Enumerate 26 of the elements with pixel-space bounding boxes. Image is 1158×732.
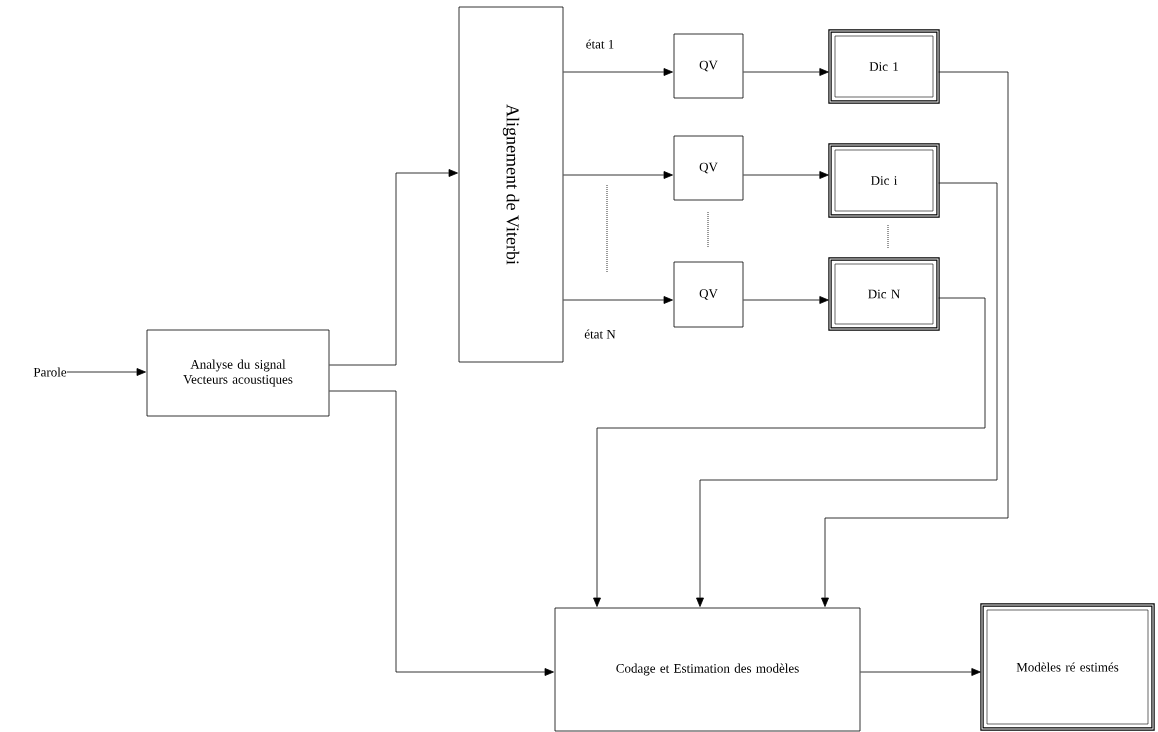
dictionary-box: Dic N xyxy=(828,257,940,331)
arrow xyxy=(329,169,458,366)
arrow xyxy=(593,297,986,607)
arrow xyxy=(696,182,998,607)
process-box: Analyse du signal Vecteurs acoustiques xyxy=(146,329,330,417)
edge-label: état N xyxy=(583,328,617,340)
dictionary-box: Dic i xyxy=(828,143,940,218)
arrow xyxy=(821,71,1009,607)
input-label: Parole xyxy=(33,367,67,377)
edge-label: état 1 xyxy=(584,38,616,50)
arrow xyxy=(743,171,829,179)
output-box: Modèles ré estimés xyxy=(980,603,1155,731)
process-box: QV xyxy=(673,135,744,201)
arrow xyxy=(743,68,829,76)
arrow xyxy=(66,368,146,376)
dictionary-box: Dic 1 xyxy=(828,29,940,104)
process-box: QV xyxy=(673,33,744,99)
process-box: Codage et Estimation des modèles xyxy=(554,607,861,732)
arrow xyxy=(329,390,554,676)
arrow xyxy=(563,68,673,76)
arrow xyxy=(563,296,673,304)
process-box: Alignement de Viterbi xyxy=(458,6,564,363)
arrow xyxy=(563,171,673,179)
arrow xyxy=(860,668,981,676)
process-box: QV xyxy=(673,261,744,328)
arrow xyxy=(743,296,829,304)
